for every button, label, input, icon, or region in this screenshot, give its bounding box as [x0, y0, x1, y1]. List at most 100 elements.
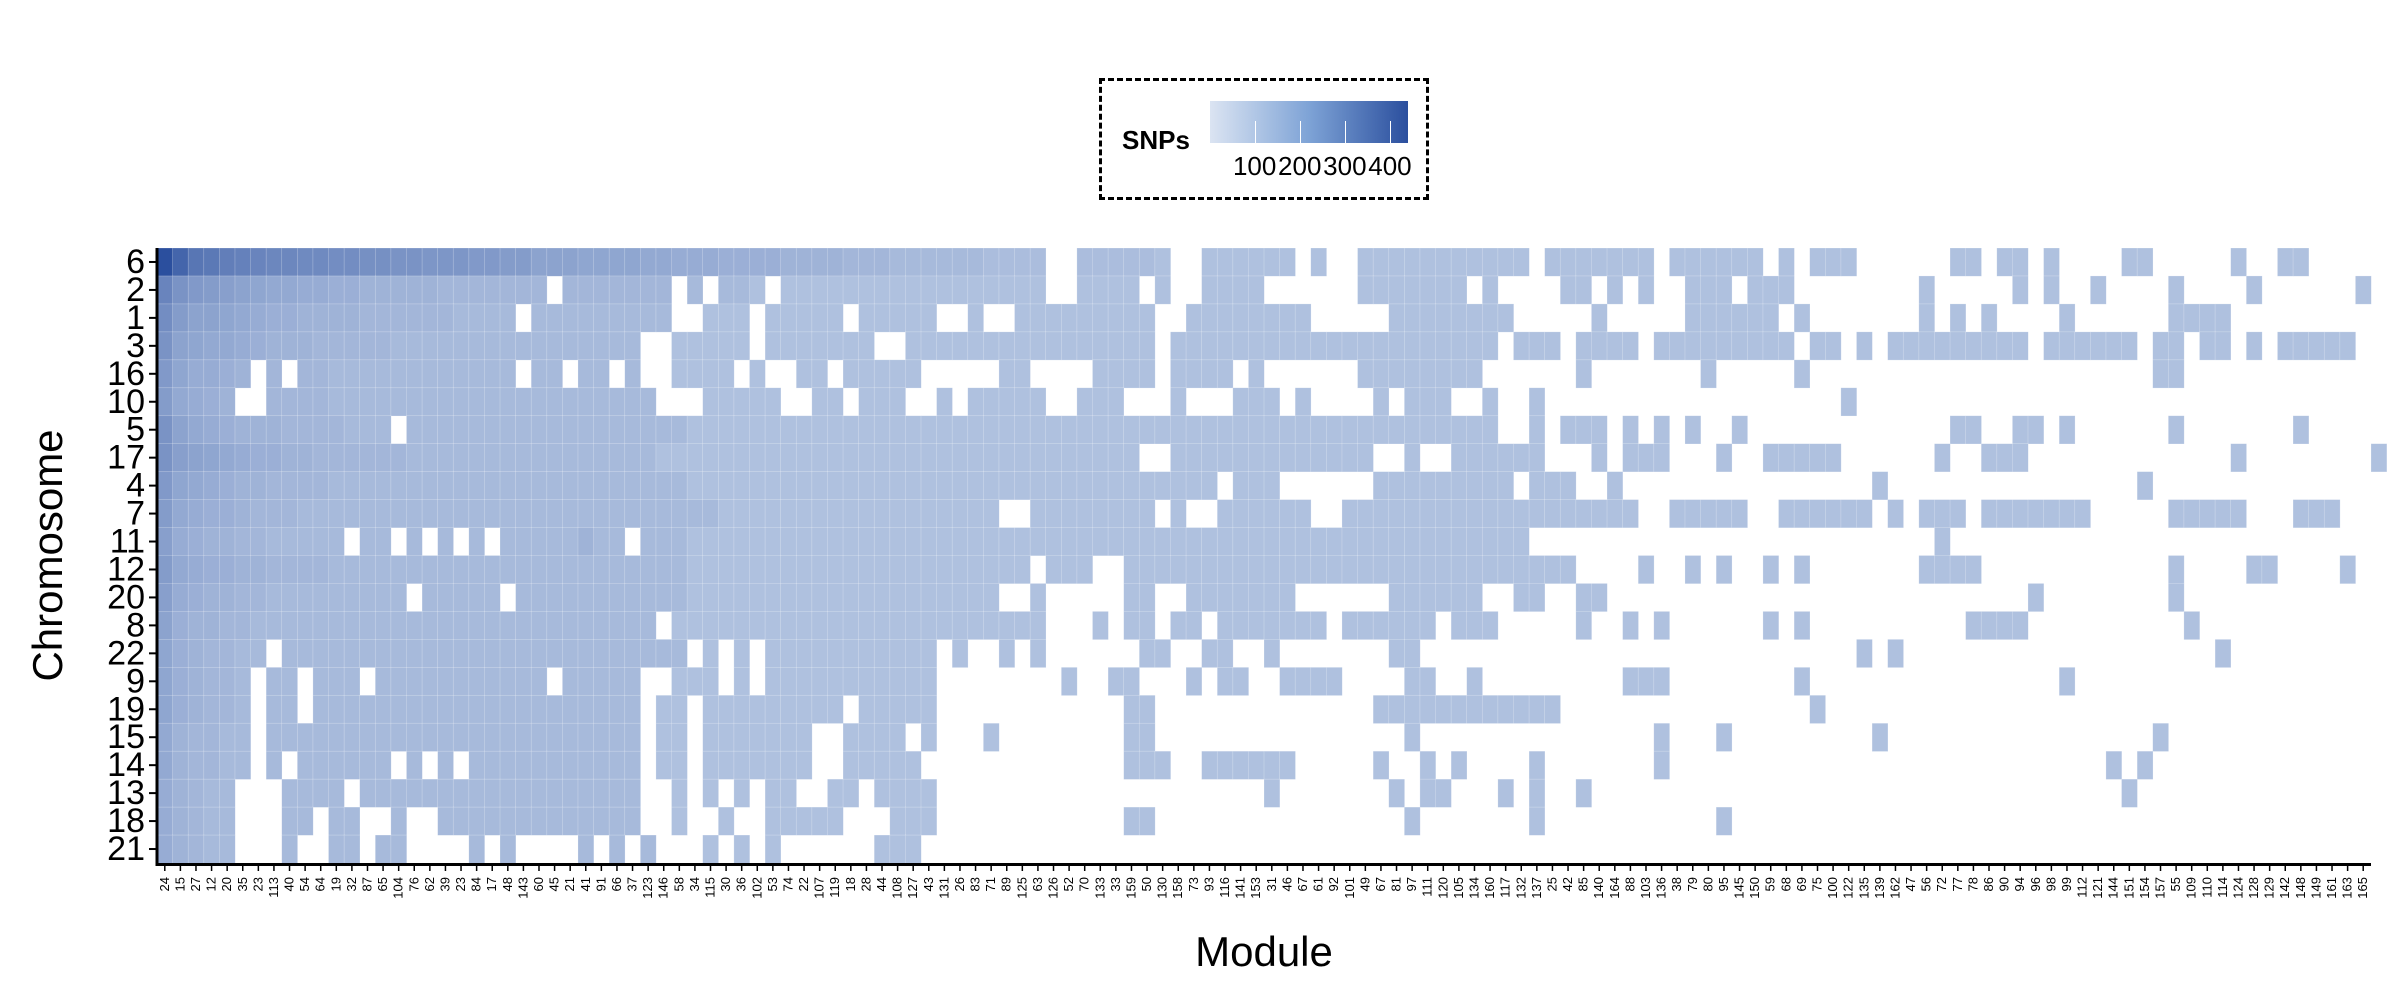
heatmap-cell: [889, 694, 906, 724]
heatmap-cell: [530, 639, 548, 668]
heatmap-cell: [686, 443, 704, 473]
heatmap-cell: [811, 275, 829, 305]
heatmap-cell: [468, 415, 486, 445]
heatmap-cell: [390, 834, 408, 864]
heatmap-cell: [1263, 247, 1281, 277]
heatmap-cell: [421, 583, 439, 613]
heatmap-cell: [406, 527, 423, 557]
heatmap-cell: [515, 611, 532, 640]
heatmap-cell: [1107, 415, 1125, 445]
heatmap-cell: [1466, 667, 1483, 696]
heatmap-cell: [1575, 415, 1593, 445]
heatmap-cell: [951, 275, 969, 305]
heatmap-cell: [749, 415, 766, 445]
heatmap-cell: [1341, 527, 1359, 557]
heatmap-cell: [1435, 415, 1452, 445]
heatmap-cell: [811, 359, 829, 389]
heatmap-cell: [1715, 443, 1733, 473]
heatmap-cell: [1934, 527, 1951, 557]
heatmap-cell: [577, 275, 595, 305]
heatmap-cell: [1575, 611, 1593, 640]
heatmap-cell: [858, 247, 875, 277]
heatmap-cell: [1185, 359, 1203, 389]
legend-tick-label: 300: [1323, 151, 1367, 181]
heatmap-cell: [1248, 303, 1265, 333]
heatmap-cell: [1481, 443, 1499, 473]
heatmap-cell: [499, 694, 517, 724]
heatmap-cell: [842, 583, 860, 613]
x-tick-label: 153: [1248, 877, 1263, 899]
heatmap-cell: [1809, 694, 1826, 724]
heatmap-cell: [312, 499, 330, 529]
heatmap-cell: [1263, 471, 1281, 501]
heatmap-cell: [827, 527, 844, 557]
heatmap-cell: [1185, 415, 1203, 445]
x-tick-label: 44: [874, 877, 889, 891]
heatmap-cell: [1341, 611, 1359, 640]
heatmap-cell: [156, 359, 174, 389]
heatmap-cell: [905, 331, 922, 361]
heatmap-cell: [219, 359, 236, 389]
heatmap-cell: [1481, 499, 1499, 529]
heatmap-cell: [1918, 331, 1936, 361]
heatmap-cell: [2308, 499, 2325, 529]
heatmap-cell: [2214, 639, 2232, 668]
heatmap-cell: [250, 331, 267, 361]
x-tick-label: 80: [1700, 877, 1715, 891]
heatmap-cell: [998, 611, 1016, 640]
heatmap-cell: [873, 694, 891, 724]
heatmap-cell: [1684, 303, 1702, 333]
heatmap-cell: [406, 415, 423, 445]
heatmap-cell: [655, 527, 673, 557]
heatmap-cell: [1138, 247, 1156, 277]
heatmap-cell: [1419, 359, 1437, 389]
heatmap-cell: [780, 583, 797, 613]
heatmap-cell: [593, 694, 610, 724]
heatmap-cell: [1029, 275, 1047, 305]
heatmap-cell: [484, 555, 501, 585]
heatmap-cell: [468, 834, 486, 864]
heatmap-cell: [593, 778, 610, 808]
heatmap-cell: [733, 639, 751, 668]
heatmap-cell: [187, 359, 205, 389]
heatmap-cell: [172, 415, 189, 445]
heatmap-cell: [1466, 694, 1483, 724]
heatmap-cell: [764, 778, 782, 808]
heatmap-cell: [702, 555, 719, 585]
heatmap-cell: [671, 722, 688, 752]
heatmap-cell: [312, 639, 330, 668]
heatmap-cell: [374, 639, 392, 668]
heatmap-cell: [608, 778, 626, 808]
heatmap-cell: [530, 443, 548, 473]
x-tick-label: 78: [1965, 877, 1980, 891]
heatmap-cell: [1170, 555, 1187, 585]
heatmap-cell: [1653, 415, 1670, 445]
heatmap-cell: [1980, 331, 1998, 361]
x-tick-label: 85: [1576, 877, 1591, 891]
heatmap-cell: [1138, 694, 1156, 724]
heatmap-cell: [374, 778, 392, 808]
heatmap-cell: [297, 471, 314, 501]
heatmap-cell: [889, 303, 906, 333]
heatmap-cell: [1606, 247, 1624, 277]
heatmap-cell: [530, 275, 548, 305]
heatmap-cell: [203, 583, 220, 613]
heatmap-cell: [1076, 275, 1094, 305]
heatmap-cell: [1404, 443, 1421, 473]
x-tick-label: 49: [1357, 877, 1372, 891]
heatmap-cell: [203, 359, 220, 389]
heatmap-cell: [717, 415, 735, 445]
heatmap-cell: [1793, 359, 1811, 389]
heatmap-cell: [640, 639, 657, 668]
x-tick-label: 56: [1919, 877, 1934, 891]
heatmap-cell: [187, 583, 205, 613]
x-tick-label: 66: [609, 877, 624, 891]
heatmap-cell: [359, 275, 376, 305]
heatmap-cell: [437, 331, 454, 361]
heatmap-cell: [1793, 667, 1811, 696]
heatmap-cell: [1232, 331, 1250, 361]
heatmap-cell: [858, 694, 875, 724]
heatmap-cell: [406, 471, 423, 501]
heatmap-cell: [297, 583, 314, 613]
heatmap-cell: [1450, 527, 1468, 557]
